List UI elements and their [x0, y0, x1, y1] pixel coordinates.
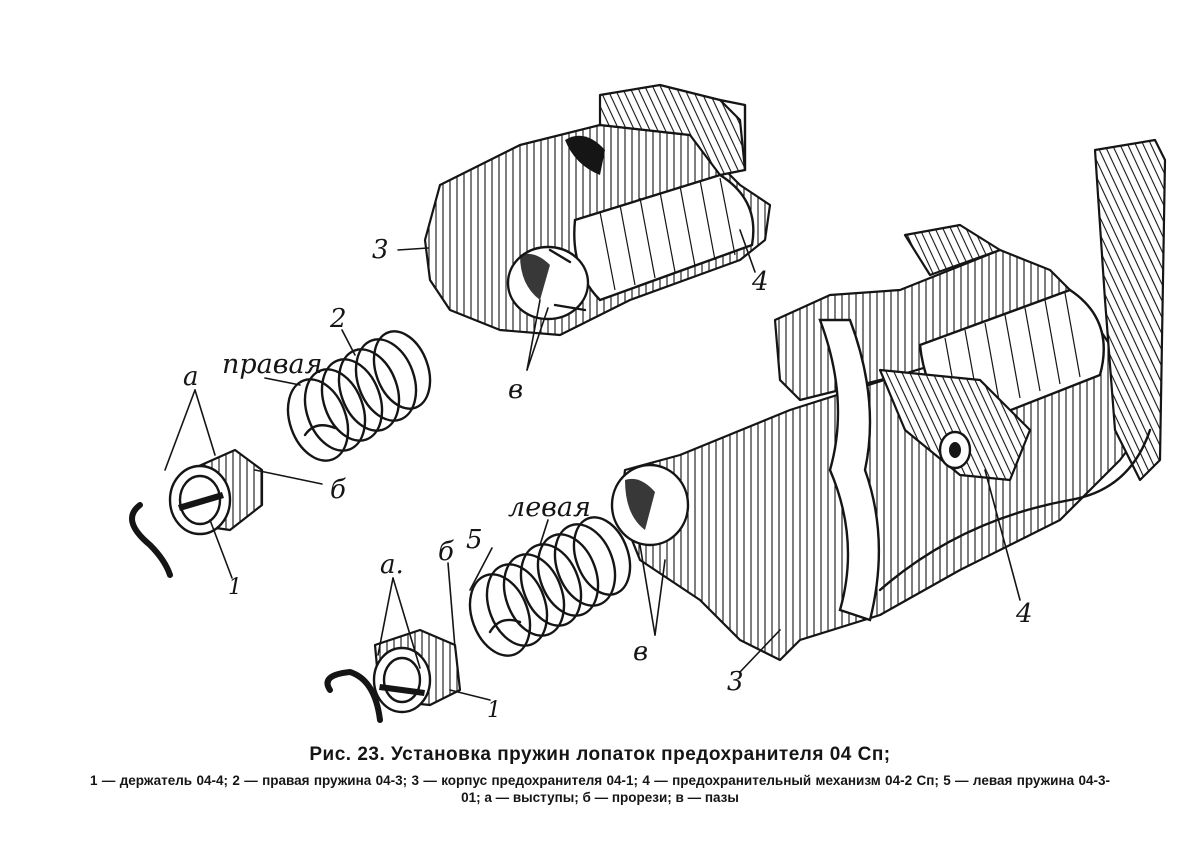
upper-cylinder-hatching [599, 177, 736, 291]
right-spring [286, 330, 432, 462]
lower-housing-assembly [610, 138, 1167, 662]
label-protrusions-top: а [183, 362, 199, 392]
leader-lines [164, 229, 1021, 701]
left-spring [468, 516, 632, 657]
label-grooves-bottom: в [633, 637, 648, 667]
label-holder-top: 1 [228, 575, 242, 600]
figure-caption: Рис. 23. Установка пружин лопаток предох… [60, 744, 1140, 806]
caption-legend: 1 — держатель 04-4; 2 — правая пружина 0… [90, 773, 1110, 805]
label-spring-left-word: левая [508, 492, 591, 523]
figure-labels: 3 4 2 правая а б 1 в а. б 5 левая 1 в 3 … [183, 235, 1033, 723]
exploded-assembly-drawing: 3 4 2 правая а б 1 в а. б 5 левая 1 в 3 … [129, 83, 1167, 723]
label-housing-bottom: 3 [727, 667, 744, 697]
label-grooves-top: в [508, 375, 523, 405]
label-slot-top: б [330, 475, 346, 505]
label-holder-bottom: 1 [487, 698, 501, 723]
label-spring-right-word: правая [222, 349, 322, 380]
label-spring-right-number: 2 [329, 304, 347, 334]
lower-holder [324, 628, 462, 723]
label-housing-top: 3 [372, 235, 389, 265]
label-mechanism-top: 4 [751, 267, 769, 297]
upper-holder [129, 448, 264, 578]
label-slot-bottom: б [438, 537, 454, 567]
caption-title: Рис. 23. Установка пружин лопаток предох… [309, 744, 891, 765]
label-mechanism-bottom: 4 [1015, 599, 1033, 629]
upper-housing-assembly [423, 83, 772, 337]
label-spring-left-number: 5 [466, 525, 483, 555]
label-protrusions-bottom: а. [380, 550, 404, 580]
